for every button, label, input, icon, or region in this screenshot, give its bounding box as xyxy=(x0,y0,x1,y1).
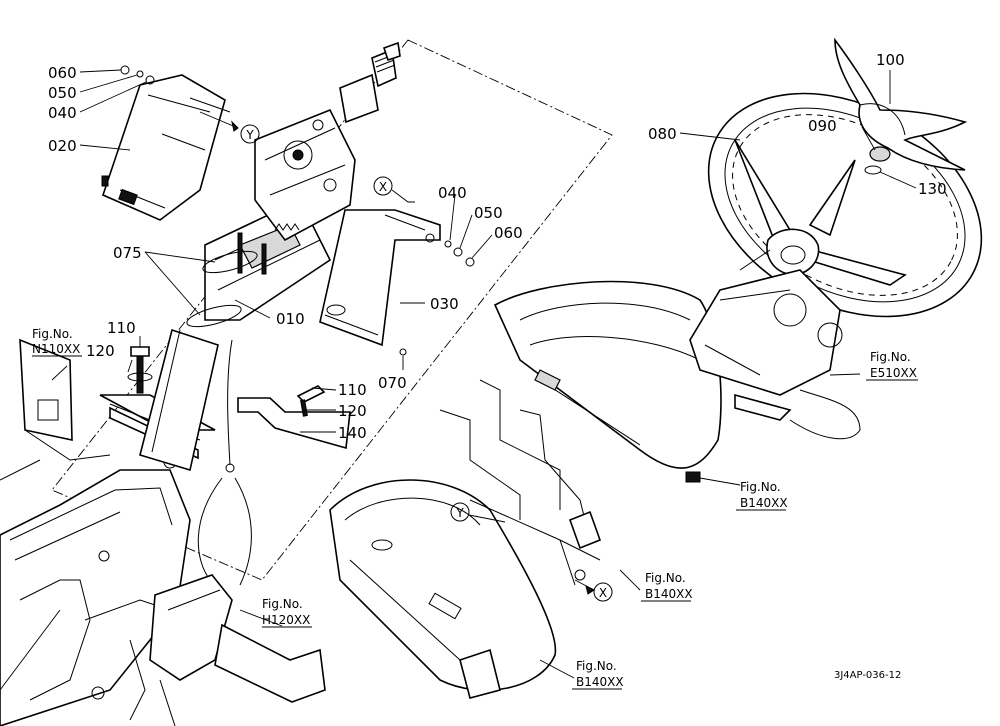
marker-x-1-label: X xyxy=(379,180,387,194)
figref-b140-b-prefix: Fig.No. xyxy=(645,571,686,585)
figref-e510: E510XX xyxy=(870,366,917,380)
marker-x-1: X xyxy=(373,176,415,203)
figref-b140-b: B140XX xyxy=(645,587,693,601)
label-060-a: 060 xyxy=(48,64,77,82)
cover-030 xyxy=(319,209,441,347)
figref-h120: H120XX xyxy=(262,613,310,627)
panel-bracket xyxy=(439,379,602,586)
marker-x-2-label: X xyxy=(599,586,607,600)
label-080: 080 xyxy=(648,125,677,143)
pedal-assembly xyxy=(129,477,326,726)
label-110-a: 110 xyxy=(107,319,136,337)
figref-b140-a-prefix: Fig.No. xyxy=(740,480,781,494)
drawing-code: 3J4AP-036-12 xyxy=(834,670,901,681)
label-140: 140 xyxy=(338,424,367,442)
figref-b140-a: B140XX xyxy=(740,496,788,510)
figref-b140-c: B140XX xyxy=(576,675,624,689)
label-030: 030 xyxy=(430,295,459,313)
figref-n110-prefix: Fig.No. xyxy=(32,327,73,341)
label-100: 100 xyxy=(876,51,905,69)
figref-h120-prefix: Fig.No. xyxy=(262,597,303,611)
figure-references: Fig.No. N110XX Fig.No. H120XX Fig.No. E5… xyxy=(32,327,918,690)
label-010: 010 xyxy=(276,310,305,328)
label-120-a: 120 xyxy=(86,342,115,360)
switch-assembly xyxy=(689,249,861,440)
label-020: 020 xyxy=(48,137,77,155)
center-cap xyxy=(834,37,968,175)
label-060-b: 060 xyxy=(494,224,523,242)
figref-n110: N110XX xyxy=(32,342,80,356)
lower-dash-cover xyxy=(329,479,557,699)
label-130: 130 xyxy=(918,180,947,198)
marker-x-2: X xyxy=(574,579,613,602)
label-070: 070 xyxy=(378,374,407,392)
steering-column xyxy=(139,41,401,473)
figref-e510-prefix: Fig.No. xyxy=(870,350,911,364)
dash-frame xyxy=(0,338,191,726)
marker-y-2: Y xyxy=(450,502,506,523)
marker-y-1-label: Y xyxy=(245,128,254,142)
instrument-panel xyxy=(493,280,722,483)
bracket-140 xyxy=(237,385,351,450)
label-090: 090 xyxy=(808,117,837,135)
label-120-b: 120 xyxy=(338,402,367,420)
figref-b140-c-prefix: Fig.No. xyxy=(576,659,617,673)
cover-020 xyxy=(101,74,231,221)
label-050-a: 050 xyxy=(48,84,77,102)
marker-y-2-label: Y xyxy=(455,506,464,520)
marker-y-1: Y xyxy=(199,111,260,144)
label-050-b: 050 xyxy=(474,204,503,222)
label-110-b: 110 xyxy=(338,381,367,399)
label-075: 075 xyxy=(113,244,142,262)
label-040-b: 040 xyxy=(438,184,467,202)
leader-lines xyxy=(51,69,917,679)
label-040-a: 040 xyxy=(48,104,77,122)
part-labels: 060 050 040 020 075 010 110 120 040 050 … xyxy=(48,51,947,442)
